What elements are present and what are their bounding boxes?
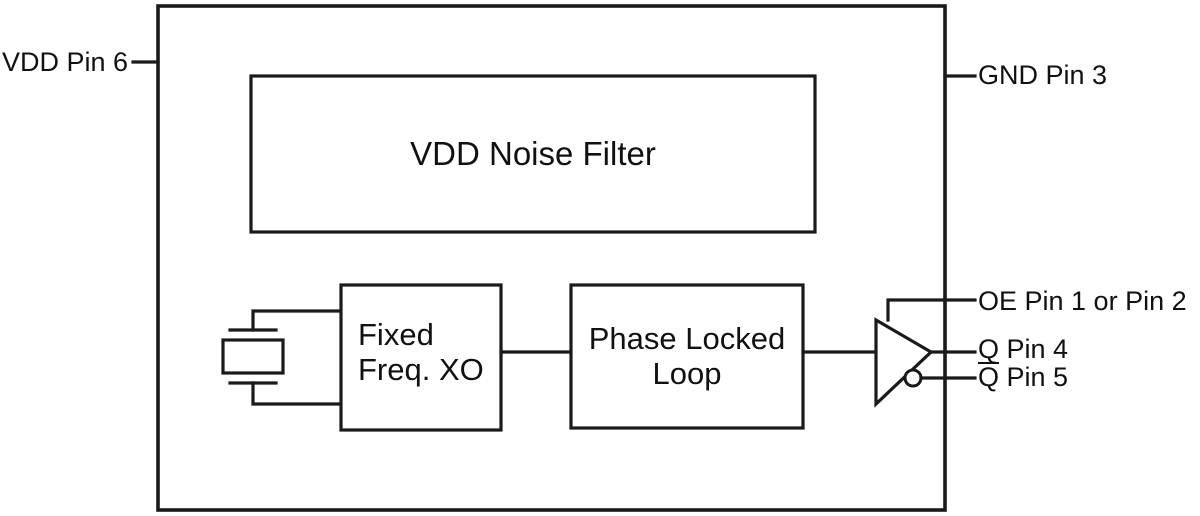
phase-locked-loop-box	[569, 283, 805, 430]
crystal-top-lead	[251, 309, 343, 332]
pin-label-vdd: VDD Pin 6	[2, 47, 129, 77]
vdd-noise-filter-box	[249, 74, 817, 234]
pin-label-qbar-overline-char: Q	[978, 362, 1000, 392]
pin-label-qbar: Q Pin 5	[978, 362, 1068, 392]
block-label-fixed-freq-xo-line2: Freq. XO	[358, 351, 484, 387]
pin-label-gnd: GND Pin 3	[978, 60, 1108, 90]
block-label-pll-line2: Loop	[652, 355, 722, 391]
crystal-bottom-lead	[251, 381, 343, 406]
pin-label-q: Q Pin 4	[978, 334, 1069, 364]
qbar-inverter-bubble	[903, 368, 923, 388]
block-label-vdd-noise-filter: VDD Noise Filter	[410, 135, 656, 172]
pin-label-oe: OE Pin 1 or Pin 2	[978, 286, 1187, 316]
block-label-fixed-freq-xo-line1: Fixed	[358, 317, 434, 352]
fixed-freq-xo-box	[339, 283, 503, 432]
block-label-pll-line1: Phase Locked	[588, 321, 786, 356]
oe-control-lead	[886, 298, 977, 322]
crystal-body-rect	[221, 338, 285, 375]
pin-label-qbar-rest: Pin 5	[999, 362, 1069, 392]
